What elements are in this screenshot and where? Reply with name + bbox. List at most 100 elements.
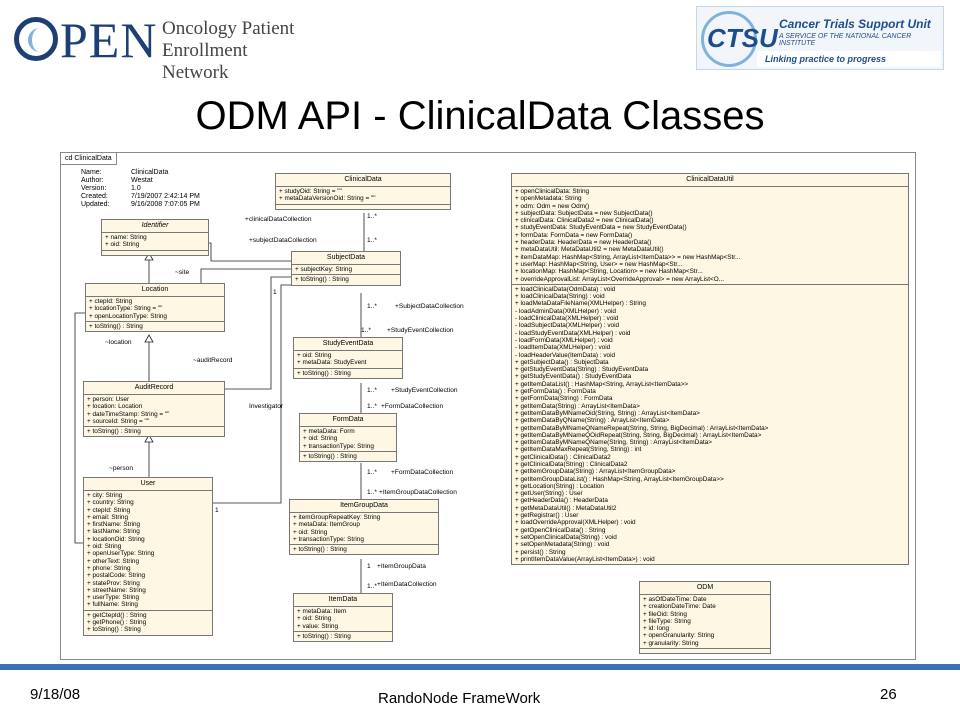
frame-tab: cd ClinicalData: [61, 153, 117, 165]
class-attributes: + studyOid: String = ""+ metaDataVersion…: [276, 187, 450, 205]
class-attribute: + asOfDateTime: Date: [643, 596, 707, 603]
class-operation: + getPhone() : String: [87, 619, 147, 627]
connector-mult: 1: [367, 563, 371, 570]
class-operation: - loadStudyEventData(XMLHelper) : void: [515, 329, 631, 337]
open-logo-line2: Enrollment Network: [162, 40, 248, 83]
class-attributes: + ctepId: String+ locationType: String =…: [86, 297, 224, 322]
class-attribute: + metaDataUtil: MetaDataUtil2 = new Meta…: [515, 246, 664, 254]
meta-row: Author:Westat: [81, 177, 153, 184]
ctsu-badge-icon: [701, 11, 757, 67]
connector-label: +ItemGroupDataCollection: [379, 489, 457, 496]
class-attribute: + streetName: String: [87, 586, 146, 594]
class-operation: + getFormData() : FormData: [515, 388, 596, 396]
class-name: ClinicalDataUtil: [512, 174, 908, 187]
ctsu-logo-sub: A SERVICE OF THE NATIONAL CANCER INSTITU…: [779, 33, 912, 47]
class-operations: + toString() : String: [86, 322, 224, 331]
class-operation: + getFormData(String) : FormData: [515, 395, 613, 403]
open-logo: PEN Oncology Patient Enrollment Network: [10, 8, 310, 83]
class-name: SubjectData: [292, 252, 400, 265]
class-name: ODM: [640, 582, 770, 595]
connector-mult: 1..*: [367, 489, 377, 496]
class-operation: + getItemDataByQName(String) : ArrayList…: [515, 417, 670, 425]
class-user: User+ city: String+ country: String+ cte…: [83, 477, 213, 636]
class-attributes: + subjectKey: String: [292, 265, 400, 276]
class-operation: + getItemDataByMNameOid(String, String) …: [515, 409, 700, 417]
class-attribute: + itemGroupRepeatKey: String: [293, 514, 381, 521]
class-operation: + getHeaderData() : HeaderData: [515, 497, 608, 505]
class-attribute: + oid: String: [297, 352, 332, 359]
class-attribute: + phone: String: [87, 564, 131, 572]
class-attribute: + overrideApprovalList: ArrayList<Overri…: [515, 275, 725, 283]
class-attribute: + location: Location: [87, 403, 143, 411]
class-clinicaldatautil: ClinicalDataUtil+ openClinicalData: Stri…: [511, 173, 909, 566]
class-attribute: + openClinicalData: String: [515, 188, 590, 195]
class-attribute: + value: String: [297, 622, 339, 630]
class-operation: + getCtepId() : String: [87, 611, 147, 619]
class-attribute: + ctepId: String: [87, 506, 131, 514]
class-operation: + getItemDataByMNameQNameRepeat(String, …: [515, 424, 769, 432]
page-number: 26: [880, 686, 897, 703]
class-operation: + getLocation(String) : Location: [515, 482, 604, 490]
class-operations: [276, 205, 450, 209]
class-attribute: + studyEventData: StudyEventData = new S…: [515, 224, 687, 232]
class-operations: + toString() : String: [294, 369, 402, 378]
class-operation: + getItemData(String) : ArrayList<ItemDa…: [515, 402, 640, 410]
class-attributes: + person: User+ location: Location+ date…: [84, 395, 224, 428]
class-attribute: + userType: String: [87, 594, 140, 602]
class-name: ItemData: [294, 594, 392, 607]
class-operation: + loadClinicalData(OdmData) : void: [515, 285, 616, 293]
class-location: Location+ ctepId: String+ locationType: …: [85, 283, 225, 333]
class-operation: - loadSubjectData(XMLHelper) : void: [515, 322, 620, 330]
class-operations: + toString() : String: [294, 632, 392, 641]
class-operation: - loadFormData(XMLHelper) : void: [515, 336, 613, 344]
class-attributes: + metaData: Item+ oid: String+ value: St…: [294, 607, 392, 632]
diagram-metadata: Name:ClinicalData Author:Westat Version:…: [81, 169, 200, 209]
connector-mult: 1: [273, 289, 277, 296]
class-operation: + getStudyEventData() : StudyEventData: [515, 373, 632, 381]
class-attribute: + metaData: StudyEvent: [297, 359, 367, 367]
class-attribute: + oid: String: [293, 528, 328, 536]
class-operation: + getItemDataList() : HashMap<String, Ar…: [515, 380, 689, 388]
class-attribute: + creationDateTime: Date: [643, 603, 716, 611]
class-operations: + toString() : String: [292, 275, 400, 284]
class-operation: + getOpenClinicalData() : String: [515, 526, 606, 534]
connector-label: Investigator: [249, 403, 284, 410]
ctsu-logo-name: Cancer Trials Support Unit: [779, 17, 931, 31]
connector-label: +FormDataCollection: [391, 469, 454, 476]
ctsu-logo-tagline: Linking practice to progress: [757, 51, 941, 67]
class-attribute: + stateProv: String: [87, 579, 140, 587]
class-operation: + loadMetaDataFileName(XMLHelper) : Stri…: [515, 300, 646, 308]
class-attribute: + openLocationType: String: [89, 312, 167, 320]
class-name: ClinicalData: [276, 174, 450, 187]
class-itemdata: ItemData+ metaData: Item+ oid: String+ v…: [293, 593, 393, 643]
class-attribute: + userMap: HashMap<String, User> = new H…: [515, 260, 683, 268]
class-operation: + getClinicalData(String) : ClinicalData…: [515, 460, 628, 468]
connector-label: +StudyEventCollection: [391, 387, 458, 394]
class-attribute: + oid: String: [87, 543, 122, 551]
class-name: User: [84, 478, 212, 491]
connector-mult: 1..*: [367, 403, 377, 410]
uml-diagram: cd ClinicalData Name:ClinicalData Author…: [60, 152, 916, 660]
class-attribute: + oid: String: [303, 435, 338, 443]
class-attribute: + openUserType: String: [87, 550, 155, 558]
class-attribute: + studyOid: String = "": [279, 188, 342, 195]
class-attribute: + fileType: String: [643, 617, 691, 625]
class-formdata: FormData+ metaData: Form+ oid: String+ t…: [299, 413, 397, 463]
class-operation: + toString() : String: [87, 428, 141, 436]
class-attribute: + metaData: Form: [303, 428, 355, 435]
class-attribute: + lastName: String: [87, 528, 140, 536]
connector-mult: 1..*: [367, 583, 377, 590]
class-operations: [102, 251, 208, 255]
class-attribute: + clinicalData: ClinicalData2 = new Clin…: [515, 217, 654, 225]
class-operation: + getItemGroupDataList() : HashMap<Strin…: [515, 475, 724, 483]
class-name: Identifier: [102, 220, 208, 233]
connector-label: +ItemDataCollection: [377, 581, 437, 588]
open-logo-o-icon: [14, 17, 58, 61]
class-attributes: + oid: String+ metaData: StudyEvent: [294, 351, 402, 369]
connector-mult: 1..*: [367, 387, 377, 394]
class-attribute: + id: long: [643, 625, 670, 633]
class-attribute: + ctepId: String: [89, 298, 133, 305]
class-attribute: + itemDataMap: HashMap<String, ArrayList…: [515, 253, 741, 261]
class-attribute: + person: User: [87, 396, 130, 403]
class-attribute: + city: String: [87, 492, 123, 499]
